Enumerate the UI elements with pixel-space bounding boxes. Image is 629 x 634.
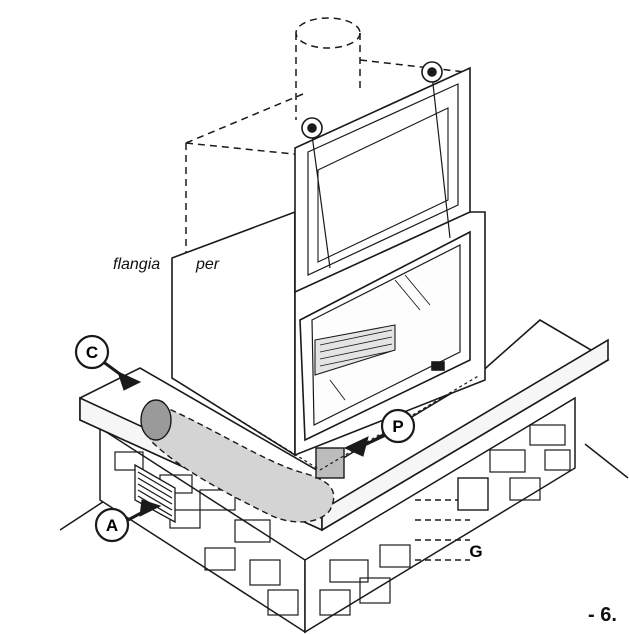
duct-g-box [457, 477, 489, 511]
air-duct [140, 399, 345, 523]
callout-c: C [74, 334, 110, 370]
dotted-base-outline [171, 374, 481, 471]
callout-g-label: G [469, 542, 482, 561]
callout-c-label: C [86, 343, 98, 362]
firebox [171, 210, 486, 457]
caption-word-flangia: flangia [113, 256, 161, 273]
page-number: - 6. [588, 604, 617, 626]
lifting-frame [294, 61, 471, 371]
callout-a-label: A [106, 516, 118, 535]
caption-word-per: per [196, 256, 220, 273]
callout-a: A [94, 507, 130, 543]
vent-grille [134, 463, 176, 524]
callout-p: P [380, 408, 416, 444]
callout-p-label: P [392, 417, 403, 436]
